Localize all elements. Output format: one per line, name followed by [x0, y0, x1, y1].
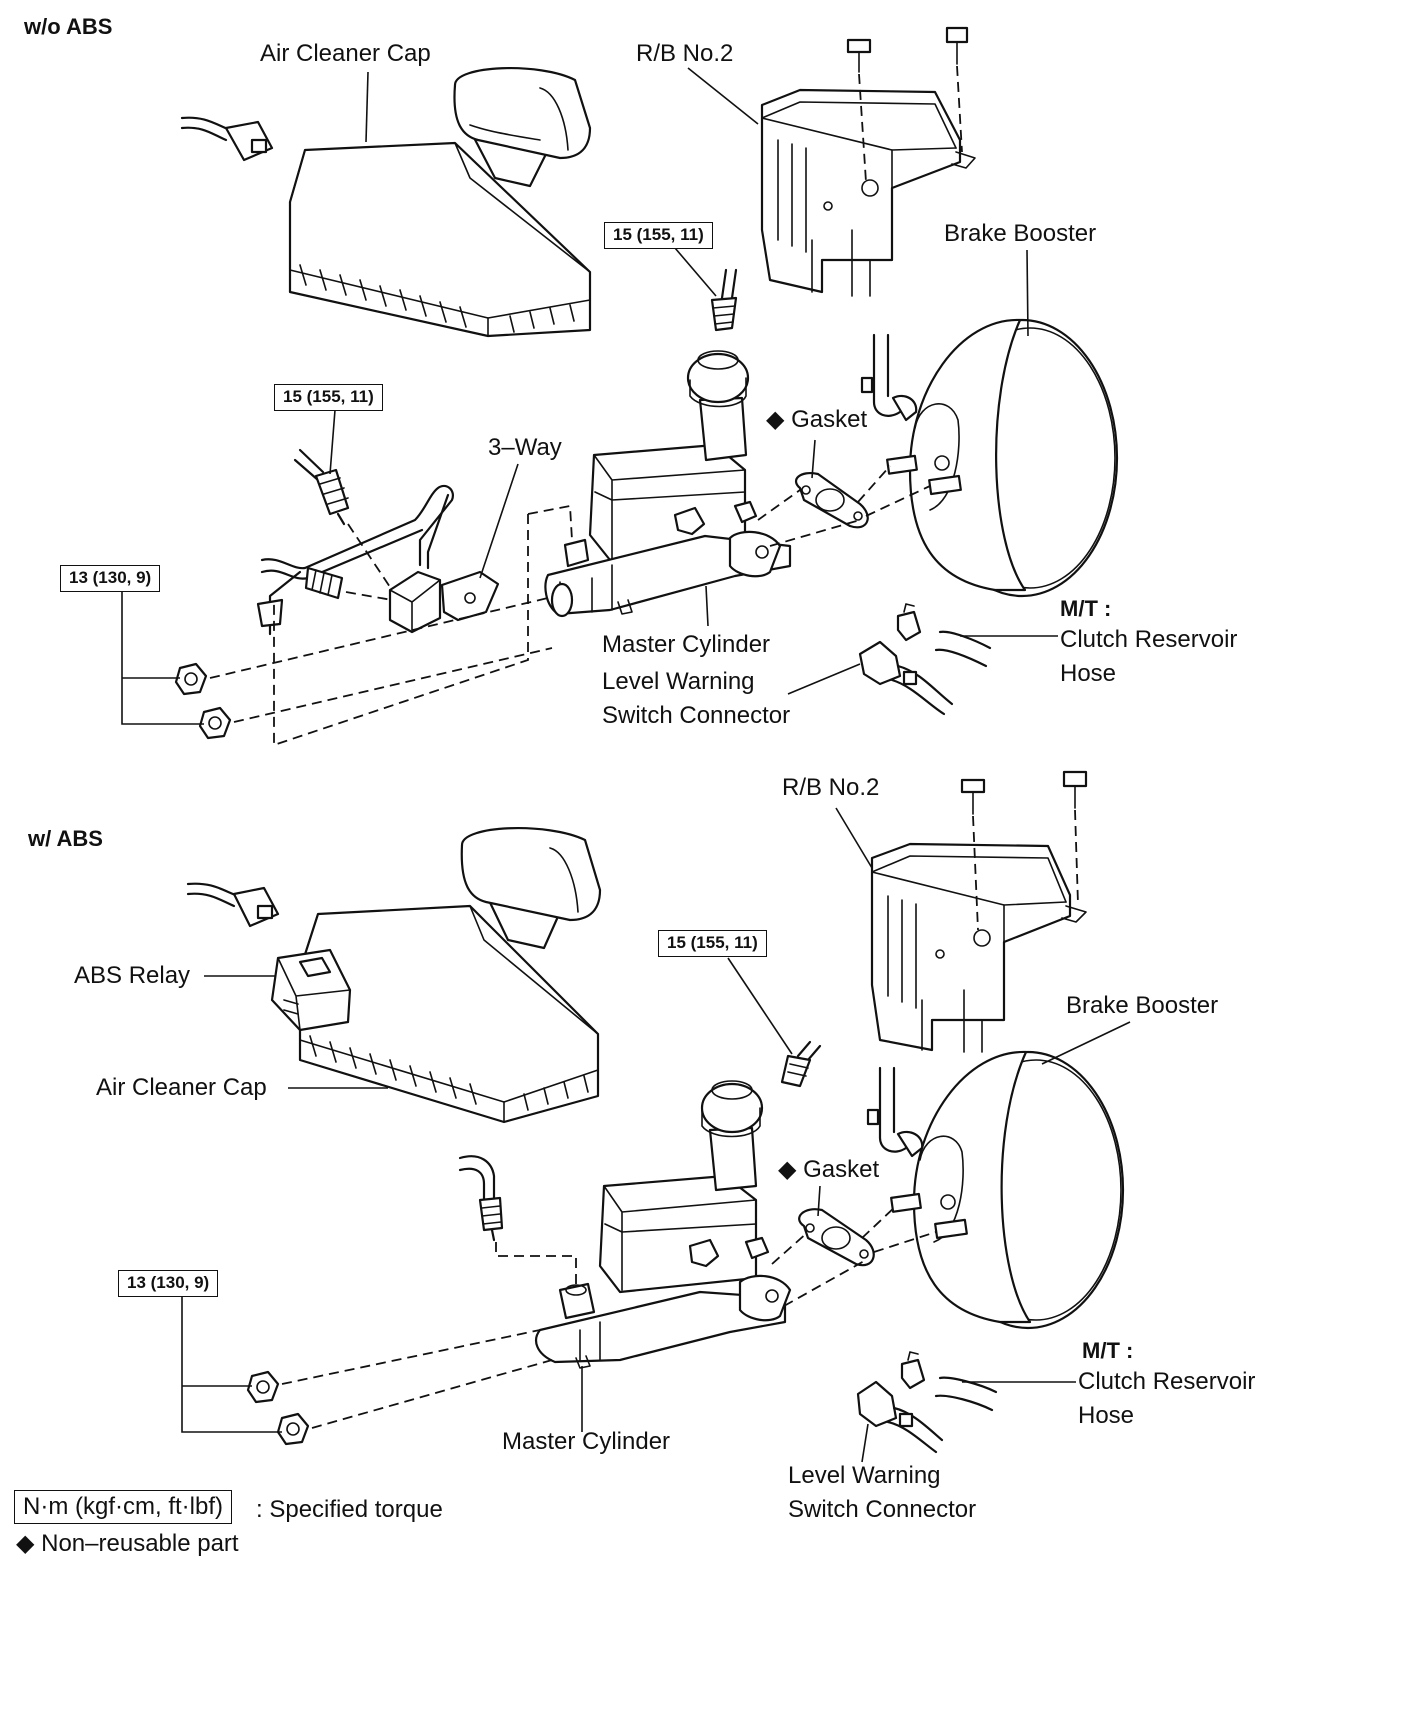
label-gasket-bottom: ◆ Gasket [778, 1156, 880, 1183]
gasket-top [794, 472, 869, 529]
label-brake-booster-top: Brake Booster [944, 220, 1097, 247]
leaders-bottom [181, 807, 1131, 1463]
label-gasket-top: ◆ Gasket [766, 406, 868, 433]
label-clutch-reservoir-top: Clutch Reservoir [1060, 626, 1238, 653]
nuts-bottom [246, 1205, 937, 1446]
reservoir-fitting-top [710, 268, 738, 332]
reservoir-fitting-bottom [780, 1040, 822, 1088]
label-air-cleaner-cap-top: Air Cleaner Cap [260, 40, 431, 67]
label-master-cylinder-top: Master Cylinder [602, 631, 771, 658]
master-cylinder-bottom [535, 1080, 792, 1369]
exploded-view-diagram [121, 26, 1131, 1463]
label-mt-bottom: M/T : [1082, 1338, 1134, 1363]
brake-line-bottom [458, 1155, 577, 1284]
label-clutch-hose-top: Hose [1060, 660, 1117, 687]
label-master-cylinder-bottom: Master Cylinder [502, 1428, 671, 1455]
label-level-warning-bottom: Level Warning [788, 1462, 941, 1489]
master-cylinder-top [544, 350, 792, 618]
brake-booster-top [860, 318, 1119, 598]
torque-box-brake-line-top: 15 (155, 11) [274, 384, 383, 411]
bottom-assembly [181, 770, 1131, 1463]
relay-box-top [760, 26, 976, 297]
legend-torque-desc: : Specified torque [256, 1496, 443, 1523]
three-way-and-lines-top [256, 448, 500, 636]
nuts-top [174, 465, 931, 747]
sensor-connector-bottom [186, 882, 280, 928]
torque-box-nuts-bottom: 13 (130, 9) [118, 1270, 219, 1297]
torque-box-reservoir-top: 15 (155, 11) [604, 222, 713, 249]
label-three-way-top: 3–Way [488, 434, 562, 461]
sensor-connector-top [180, 116, 274, 162]
brake-booster-bottom [866, 1050, 1125, 1330]
section-title-with-abs: w/ ABS [28, 826, 103, 851]
air-cleaner-cap-top [288, 67, 592, 338]
label-rb-no2-bottom: R/B No.2 [782, 774, 880, 801]
label-air-cleaner-cap-bottom: Air Cleaner Cap [96, 1074, 267, 1101]
relay-box-bottom [870, 770, 1088, 1053]
label-level-warning-top: Level Warning [602, 668, 755, 695]
label-abs-relay: ABS Relay [74, 962, 191, 989]
label-mt-top: M/T : [1060, 596, 1112, 621]
label-switch-connector-bottom: Switch Connector [788, 1496, 977, 1523]
clutch-hose-top [858, 603, 992, 716]
label-brake-booster-bottom: Brake Booster [1066, 992, 1219, 1019]
clutch-hose-bottom [856, 1351, 998, 1454]
label-clutch-reservoir-bottom: Clutch Reservoir [1078, 1368, 1256, 1395]
label-clutch-hose-bottom: Hose [1078, 1402, 1135, 1429]
torque-box-reservoir-bottom: 15 (155, 11) [658, 930, 767, 957]
section-title-without-abs: w/o ABS [24, 14, 113, 39]
air-cleaner-cap-bottom [270, 827, 602, 1124]
torque-box-nuts-top: 13 (130, 9) [60, 565, 161, 592]
legend-torque-units: N·m (kgf·cm, ft·lbf) [14, 1490, 232, 1524]
legend-non-reusable: ◆ Non–reusable part [16, 1530, 239, 1557]
label-rb-no2-top: R/B No.2 [636, 40, 734, 67]
gasket-bottom [798, 1208, 875, 1267]
label-switch-connector-top: Switch Connector [602, 702, 791, 729]
leaders-top [121, 67, 1058, 725]
top-assembly [121, 26, 1119, 747]
